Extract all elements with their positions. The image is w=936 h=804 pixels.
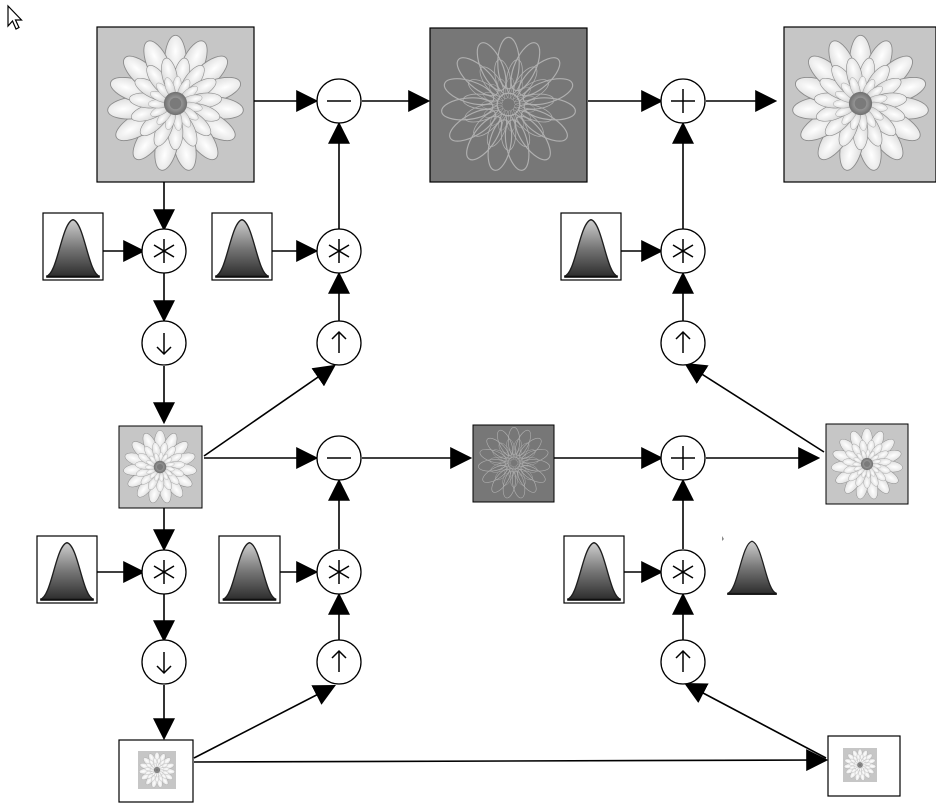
- image-reconstructed-1: [825, 423, 909, 505]
- gaussian-kernel-icon: [560, 212, 622, 281]
- mouse-cursor-icon: [7, 4, 23, 30]
- convolve-operator: [316, 549, 362, 595]
- edge: [193, 684, 336, 759]
- gaussian-kernel-icon: [42, 212, 104, 281]
- gaussian-kernel-icon: [218, 535, 281, 604]
- gaussian-kernel-icon: [726, 540, 778, 596]
- image-downsampled-1: [118, 425, 203, 509]
- upsample-operator: [316, 320, 362, 366]
- convolve-operator: [660, 549, 706, 595]
- image-coarse-2: [827, 735, 901, 797]
- edge: [193, 749, 829, 772]
- edge: [684, 362, 825, 453]
- downsample-operator: [141, 639, 187, 685]
- convolve-operator: [660, 228, 706, 274]
- edge: [684, 682, 827, 759]
- upsample-operator: [316, 639, 362, 685]
- upsample-operator: [660, 639, 706, 685]
- gaussian-kernel-icon: [36, 535, 98, 604]
- downsample-operator: [141, 320, 187, 366]
- small-cursor-mark: [722, 536, 724, 541]
- upsample-operator: [660, 320, 706, 366]
- image-original: [96, 26, 255, 183]
- image-reconstructed-0: [783, 26, 936, 183]
- image-detail-1: [472, 424, 555, 503]
- add-operator: [660, 78, 706, 124]
- add-operator: [660, 435, 706, 481]
- gaussian-kernel-icon: [211, 212, 273, 281]
- edges: [97, 90, 829, 772]
- convolve-operator: [316, 228, 362, 274]
- image-downsampled-2: [118, 739, 194, 803]
- image-detail-0: [429, 27, 588, 183]
- convolve-operator: [141, 228, 187, 274]
- subtract-operator: [316, 78, 362, 124]
- subtract-operator: [316, 435, 362, 481]
- convolve-operator: [141, 549, 187, 595]
- gaussian-kernel-icon: [563, 535, 625, 604]
- edge: [203, 364, 336, 457]
